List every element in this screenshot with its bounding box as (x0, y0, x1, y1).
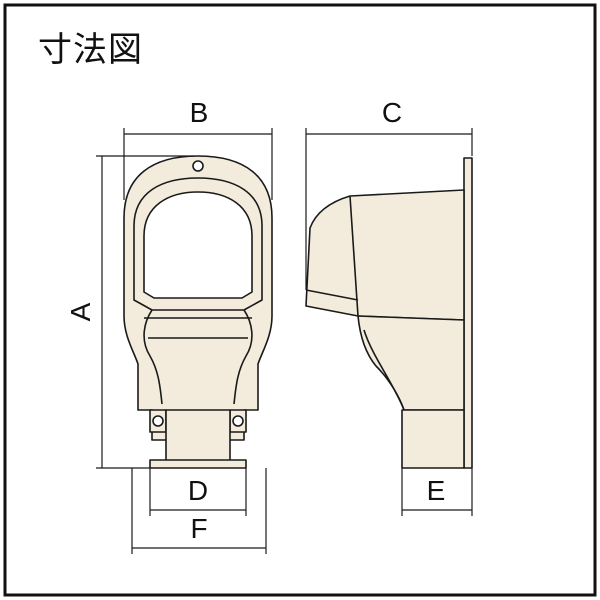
front-funnel (143, 309, 253, 405)
front-socket (165, 409, 231, 465)
side-socket (401, 409, 465, 469)
label-F: F (190, 513, 207, 544)
wall-plate (463, 157, 473, 469)
side-lower-curve (363, 329, 405, 411)
front-arch-opening (143, 191, 253, 299)
dimension-lines (96, 128, 473, 554)
front-funnel-band (144, 317, 252, 339)
label-A: A (65, 302, 96, 321)
front-base (149, 459, 247, 469)
top-screw-hole (192, 160, 204, 172)
label-B: B (190, 97, 209, 128)
right-screw (232, 415, 244, 427)
label-C: C (382, 97, 402, 128)
drawing-title: 寸法図 (38, 30, 143, 70)
outer-border (3, 3, 597, 597)
side-hood-face (305, 195, 359, 317)
left-screw (152, 415, 164, 427)
side-view (305, 157, 473, 469)
front-view (123, 155, 273, 469)
side-lower-body (357, 315, 465, 411)
side-hood (305, 189, 465, 321)
label-E: E (427, 475, 446, 506)
label-D: D (188, 475, 208, 506)
